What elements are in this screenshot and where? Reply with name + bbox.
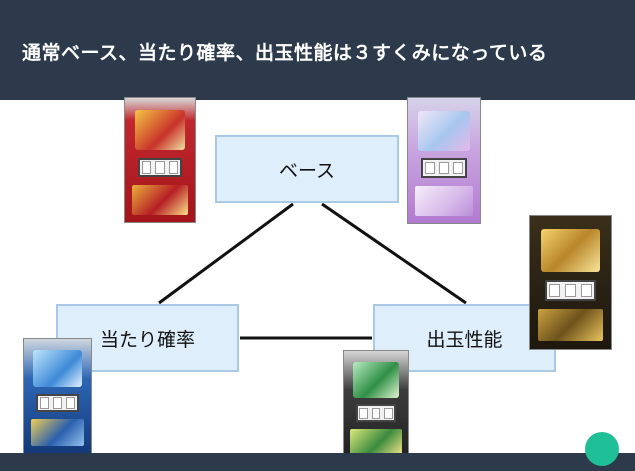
node-payout-performance-label: 出玉性能 <box>426 328 503 351</box>
node-base: ベース <box>215 135 399 203</box>
edge-top-left <box>158 202 294 305</box>
node-hit-probability-label: 当たり確率 <box>99 328 195 351</box>
node-base-label: ベース <box>278 159 336 182</box>
slot-machine-image-red <box>124 97 196 223</box>
slot-machine-image-gold <box>529 215 612 350</box>
accent-dot <box>585 432 619 466</box>
slide-title: 通常ベース、当たり確率、出玉性能は３すくみになっている <box>22 42 548 64</box>
edge-top-right <box>321 202 467 305</box>
slide-header: 通常ベース、当たり確率、出玉性能は３すくみになっている <box>0 0 635 100</box>
slot-machine-image-green <box>343 350 409 463</box>
slot-machine-image-blue <box>23 338 92 454</box>
slide-footer <box>0 453 635 471</box>
slot-machine-image-pink <box>407 97 481 224</box>
